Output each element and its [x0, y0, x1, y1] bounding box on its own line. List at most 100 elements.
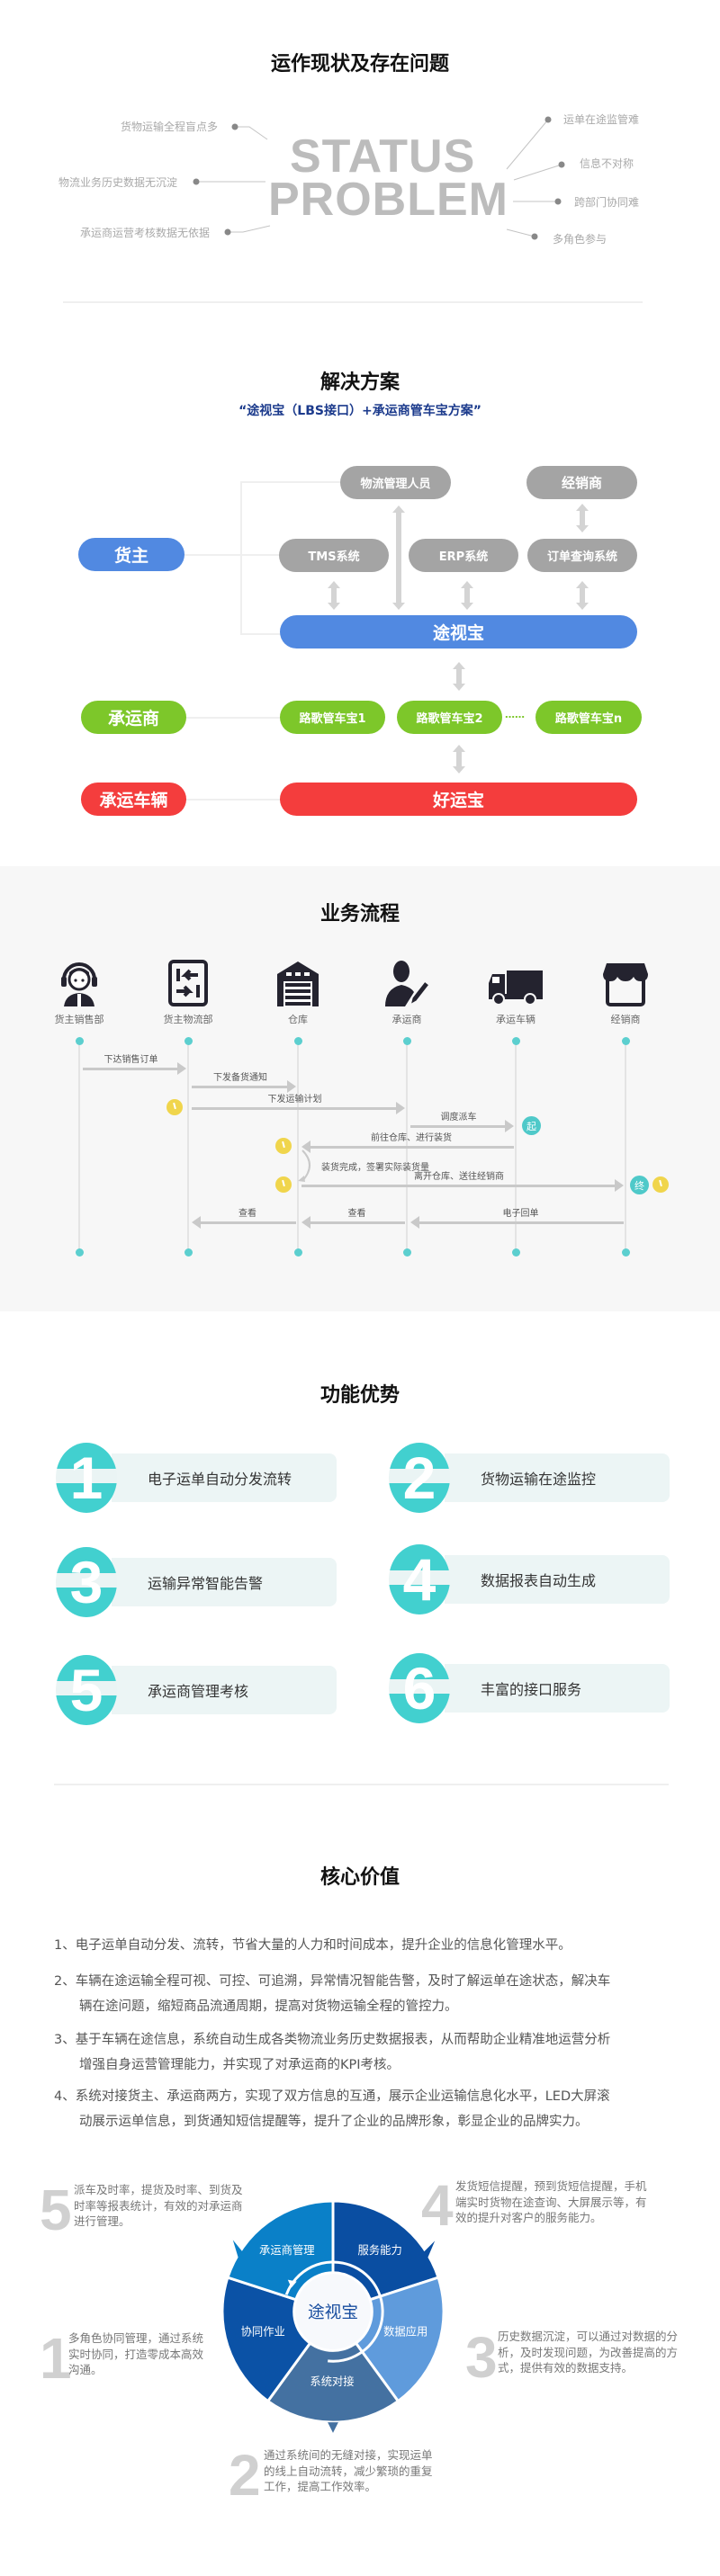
arrowhead-icon [192, 1216, 201, 1229]
problem-item: 信息不对称 [580, 157, 634, 170]
status-watermark: STATUS [290, 130, 476, 183]
problem-item: 跨部门协同难 [574, 196, 640, 209]
wheel-label: 数据应用 [383, 2325, 428, 2339]
clock-icon [166, 1099, 183, 1115]
lifeline-dot [621, 1248, 630, 1257]
clock-icon [652, 1176, 669, 1193]
customer-service-icon [61, 962, 97, 1006]
lifeline-dot [511, 1248, 520, 1257]
features-title: 功能优势 [320, 1384, 400, 1407]
lifeline-dot [621, 1036, 630, 1045]
connector-line [184, 554, 280, 556]
value-point-4: 4、系统对接货主、承运商两方，实现了双方信息的互通，展示企业运输信息化水平，LE… [54, 2089, 610, 2129]
problem-connectors [193, 116, 565, 240]
bidirectional-arrow-icon [453, 745, 465, 774]
carrier-role: 承运商 [81, 701, 186, 734]
person-pen-icon [385, 961, 430, 1006]
feature-label: 电子运单自动分发流转 [112, 1453, 337, 1502]
actor-sales-dept: 货主销售部 [34, 960, 124, 1026]
problem-item: 运单在途监管难 [563, 113, 640, 126]
lifeline [187, 1041, 189, 1252]
problem-watermark: PROBLEM [268, 174, 508, 226]
transfer-arrows-icon [168, 960, 208, 1006]
arrowhead-icon [177, 1062, 186, 1075]
message-label: 前往仓库、进行装货 [371, 1133, 452, 1143]
wheel-label: 承运商管理 [259, 2243, 315, 2257]
feature-number-badge: 6 [389, 1653, 450, 1723]
feature-number-badge: 4 [389, 1544, 450, 1614]
message-label: 查看 [238, 1209, 256, 1219]
lifeline-dot [75, 1248, 84, 1257]
lifeline-dot [184, 1036, 193, 1045]
lifeline [297, 1041, 299, 1252]
wheel-notch [232, 2240, 245, 2258]
carrier-app-1: 路歌管车宝1 [280, 701, 385, 734]
haoyunbao-bar: 好运宝 [280, 783, 637, 816]
arrowhead-icon [410, 1216, 419, 1229]
actor-label: 承运商 [392, 1014, 422, 1025]
message-label: 离开仓库、送往经销商 [414, 1172, 504, 1182]
feature-label: 货物运输在途监控 [445, 1453, 670, 1502]
section-divider [54, 1784, 669, 1785]
wheel-notch [328, 2422, 338, 2433]
message-arrow: 离开仓库、送往经销商 [302, 1172, 624, 1192]
actor-label: 货主销售部 [54, 1014, 104, 1025]
actor-label: 仓库 [288, 1014, 308, 1025]
note-number-1: 1 [40, 2326, 72, 2391]
feature-label: 丰富的接口服务 [445, 1664, 670, 1713]
tms-system-box: TMS系统 [279, 539, 389, 572]
bidirectional-arrow-icon [461, 581, 473, 610]
start-badge: 起 [522, 1116, 541, 1135]
wheel-center-label: 途视宝 [308, 2303, 358, 2322]
feature-number-badge: 5 [56, 1655, 117, 1725]
feature-number-badge: 2 [389, 1443, 450, 1513]
wheel-segment-integration [266, 2309, 400, 2424]
note-text-1: 多角色协同管理，通过系统实时协同，打造零成本高效沟通。 [68, 2331, 204, 2376]
message-arrow: 下发备货通知 [192, 1073, 296, 1093]
message-label: 下发运输计划 [267, 1095, 322, 1105]
shipper-role: 货主 [78, 538, 184, 571]
message-label: 下发备货通知 [213, 1073, 267, 1083]
warehouse-icon [277, 962, 319, 1006]
logistics-staff-box: 物流管理人员 [340, 466, 451, 499]
note-number-2: 2 [229, 2443, 261, 2508]
message-arrow: 电子回单 [410, 1209, 624, 1229]
feature-number-badge: 3 [56, 1547, 117, 1617]
actor-label: 承运车辆 [496, 1014, 536, 1025]
note-text-3: 历史数据沉淀，可以通过对数据的分析，及时发现问题，为改善提高的方式，提供有效的数… [498, 2330, 679, 2375]
self-loop-arrow [298, 1149, 310, 1182]
lifeline-dot [293, 1036, 302, 1045]
value-title: 核心价值 [320, 1866, 400, 1889]
message-arrow: 下达销售订单 [83, 1055, 186, 1075]
value-point-3: 3、基于车辆在途信息，系统自动生成各类物流业务历史数据报表，从而帮助企业精准地运… [54, 2033, 611, 2072]
bidirectional-arrow-icon [576, 581, 589, 610]
bidirectional-arrow-icon [576, 504, 589, 532]
actor-label: 经销商 [610, 1014, 641, 1025]
arrowhead-icon [615, 1179, 624, 1192]
lifeline-dot [402, 1036, 411, 1045]
message-arrow: 下发运输计划 [192, 1095, 405, 1114]
actor-vehicle: 承运车辆 [471, 960, 561, 1026]
lifeline-dot [511, 1036, 520, 1045]
vehicle-role: 承运车辆 [81, 783, 186, 816]
wheel-label: 系统对接 [310, 2375, 354, 2388]
lifeline [515, 1041, 517, 1252]
arrowhead-icon [505, 1120, 514, 1132]
feature-label: 数据报表自动生成 [445, 1555, 670, 1604]
note-text-2: 通过系统间的无缝对接，实现运单的线上自动流转，减少繁琐的重复工作，提高工作效率。 [264, 2448, 433, 2493]
actor-logistics-dept: 货主物流部 [143, 960, 233, 1026]
value-point-1: 1、电子运单自动分发、流转，节省大量的人力和时间成本，提升企业的信息化管理水平。 [54, 1938, 572, 1953]
lifeline-dot [184, 1248, 193, 1257]
note-number-5: 5 [40, 2178, 72, 2242]
problems-title: 运作现状及存在问题 [270, 53, 449, 76]
store-icon [603, 963, 648, 1006]
problem-item: 货物运输全程盲点多 [120, 121, 218, 133]
ellipsis: …… [505, 709, 525, 720]
wheel-label: 服务能力 [358, 2243, 402, 2257]
clock-icon [275, 1138, 292, 1154]
self-note-label: 装货完成，签署实际装货量 [321, 1163, 429, 1173]
